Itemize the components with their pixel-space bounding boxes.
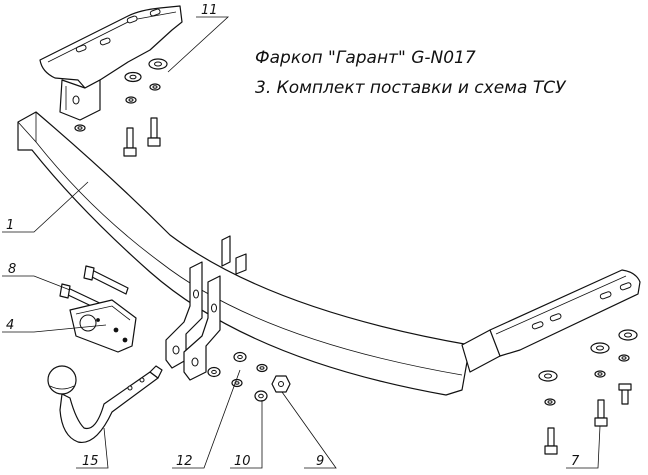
right-mounting-bracket (461, 269, 641, 373)
callout-8: 8 (8, 262, 16, 277)
tow-ball-15 (47, 365, 163, 444)
callout-1: 1 (6, 218, 14, 233)
callout-12: 12 (176, 454, 193, 469)
title-line1: Фаркоп "Гарант" G-N017 (255, 48, 476, 68)
callout-15: 15 (82, 454, 99, 469)
socket-plate-4 (69, 299, 137, 353)
main-cross-beam (17, 111, 471, 396)
callout-11: 11 (201, 3, 218, 18)
hardware-set-7 (538, 329, 638, 455)
callout-9: 9 (316, 454, 324, 469)
hardware-set-11 (74, 58, 168, 157)
callout-10: 10 (234, 454, 251, 469)
title-line2: 3. Комплект поставки и схема ТСУ (255, 78, 567, 98)
leader-lines (2, 16, 601, 469)
callout-4: 4 (6, 318, 14, 333)
left-mounting-bracket (39, 5, 183, 121)
ball-mount-brackets (165, 261, 291, 402)
callout-7: 7 (571, 454, 580, 469)
